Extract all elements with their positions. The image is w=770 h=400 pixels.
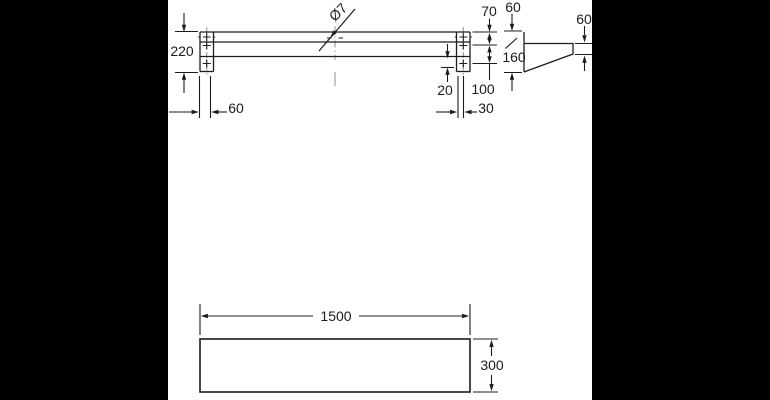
plan-view-dim-graphics	[199, 304, 498, 393]
dim-top-to-first-hole: 70	[481, 3, 497, 19]
side-view-linework	[523, 32, 574, 73]
dim-60-left-graphics	[169, 76, 227, 118]
dim-20-graphics	[441, 44, 454, 82]
dim-front-edge-height: 60	[576, 11, 592, 27]
dim-bracket-height: 220	[170, 43, 194, 59]
hole-diameter-leader	[318, 8, 356, 52]
dim-left-bracket-offset: 60	[228, 100, 244, 116]
letterbox-left	[0, 0, 168, 400]
side-view-dim-graphics	[504, 14, 593, 91]
dim-lower-hole-offset: 20	[437, 82, 453, 98]
dim-right-bracket-offset: 30	[478, 100, 494, 116]
plan-view-linework	[199, 338, 471, 393]
dim-70-100-chain-graphics	[472, 18, 497, 80]
dim-side-upper-height: 60	[505, 0, 521, 15]
dim-30-graphics	[436, 76, 477, 118]
dim-hole-spacing: 100	[471, 81, 495, 97]
front-view-screw-holes	[198, 33, 472, 68]
letterbox-right	[592, 0, 770, 400]
dim-220-graphics	[175, 13, 198, 93]
dim-shelf-depth: 300	[479, 357, 505, 373]
dim-shelf-width: 1500	[319, 308, 353, 324]
dim-wall-plate-height: 160	[502, 49, 526, 65]
